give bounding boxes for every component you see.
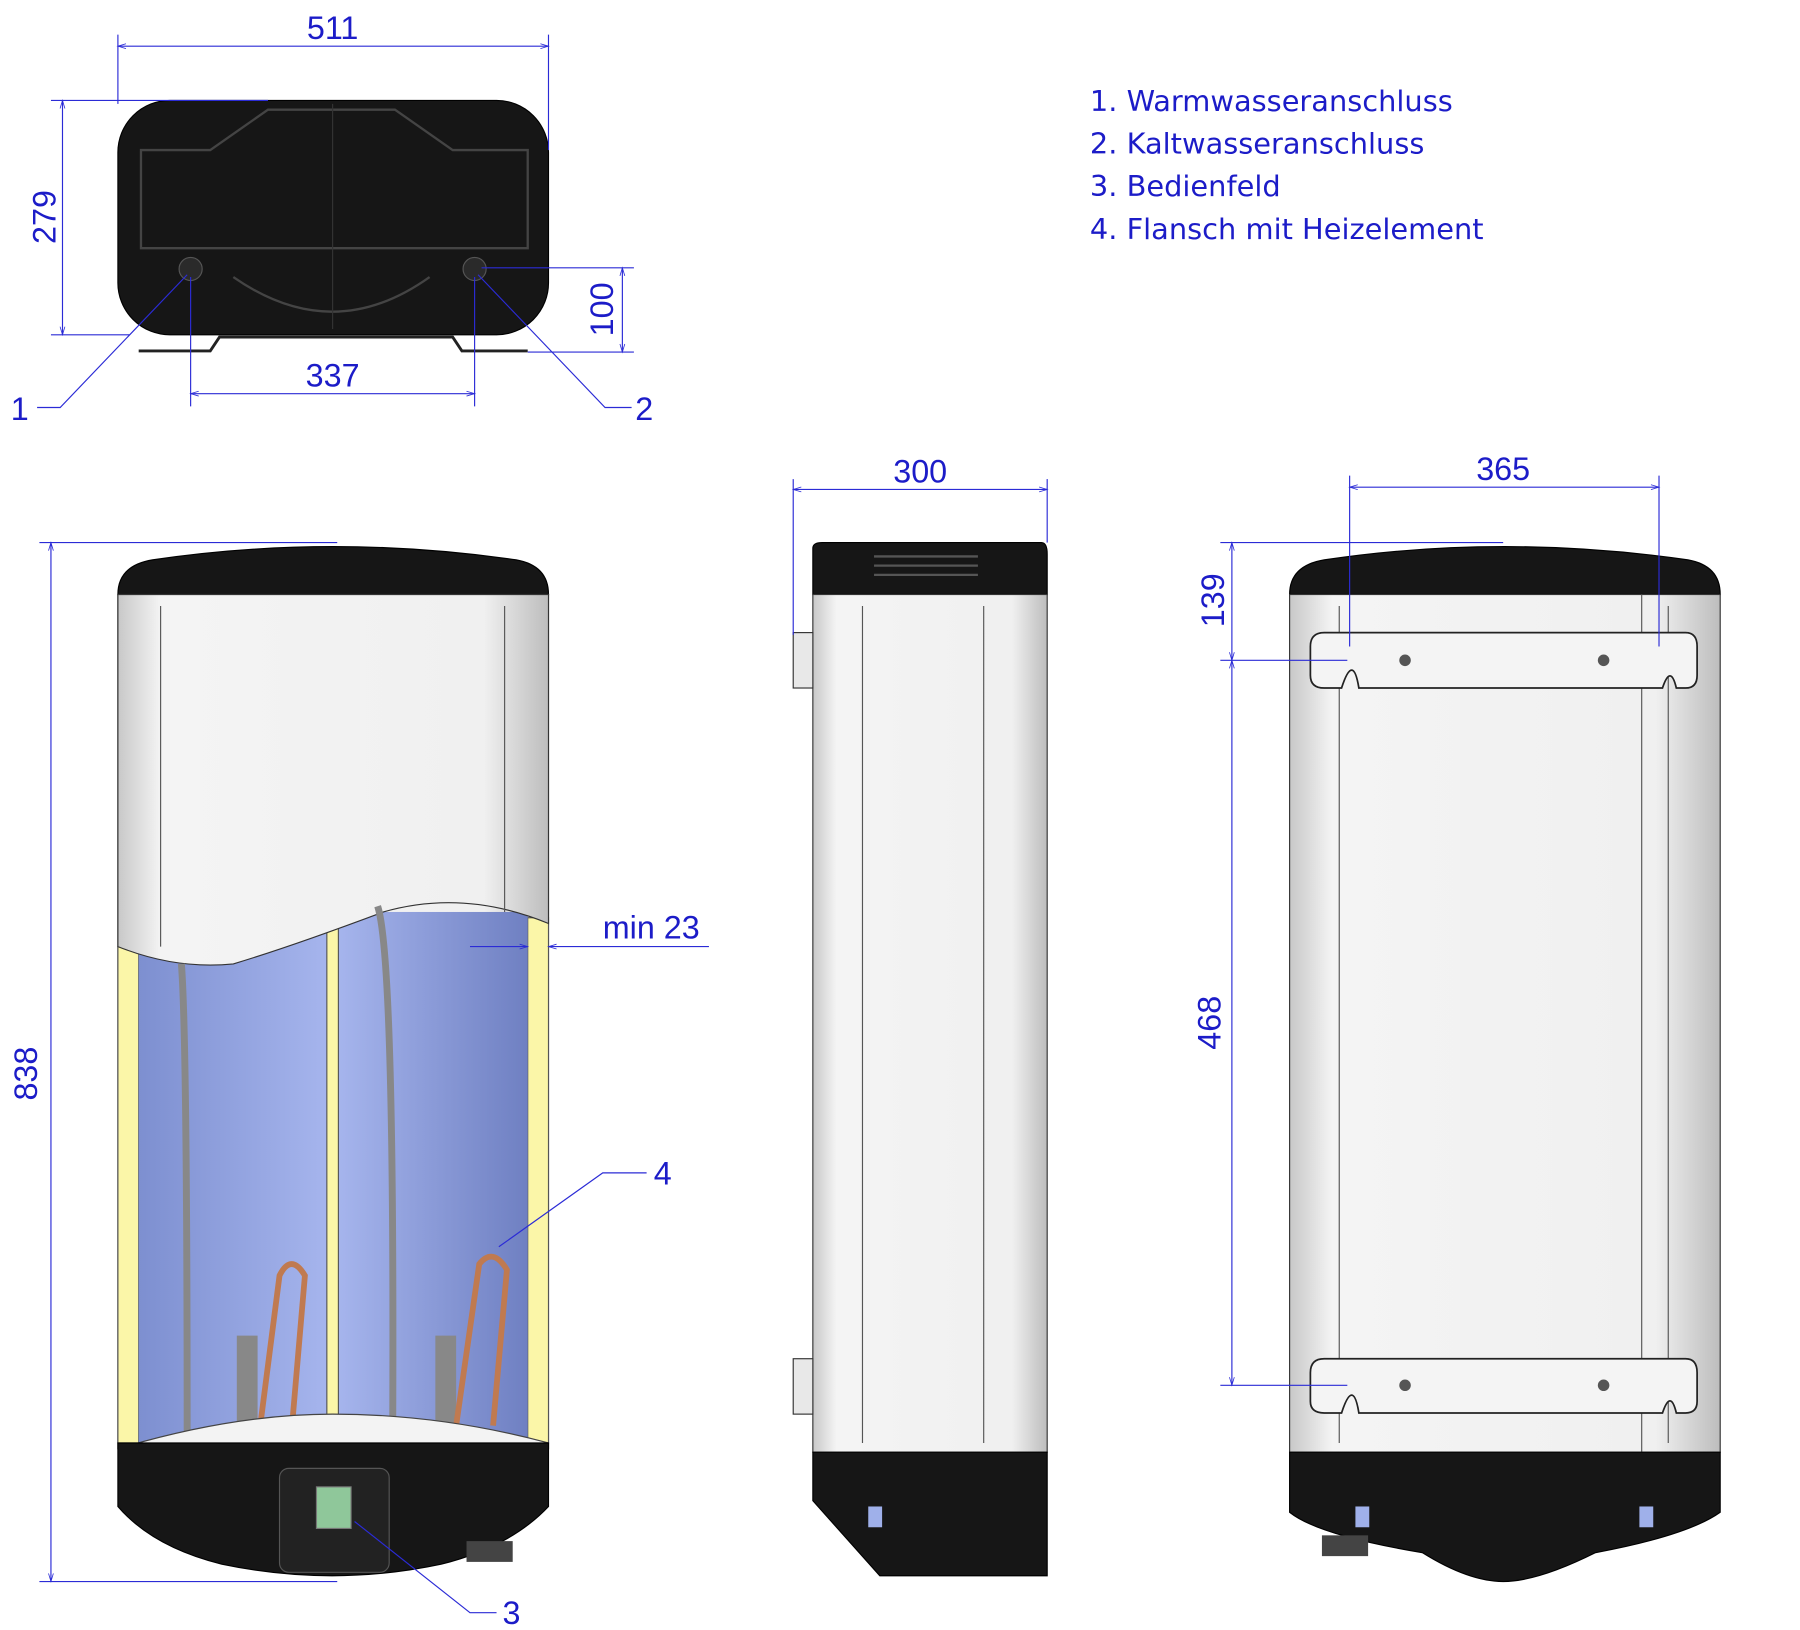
- callout-2: 2: [635, 391, 653, 427]
- heating-element-right: [453, 1253, 510, 1427]
- legend-item-3: 3. Bedienfeld: [1090, 169, 1281, 203]
- heating-element-left: [255, 1261, 308, 1438]
- dim-pipe-height: 100: [584, 282, 620, 336]
- dim-top-depth: 279: [27, 190, 63, 244]
- legend-item-4: 4. Flansch mit Heizelement: [1090, 212, 1484, 246]
- dim-rail-to-rail: 468: [1191, 996, 1227, 1050]
- callout-3: 3: [503, 1595, 521, 1630]
- back-view: 365 139 468: [1191, 451, 1721, 1583]
- legend: 1. Warmwasseranschluss 2. Kaltwasseransc…: [1090, 84, 1484, 246]
- callout-1: 1: [11, 391, 29, 427]
- mounting-rail-top: [1309, 631, 1698, 689]
- dim-rail-spacing: 365: [1476, 451, 1530, 487]
- dim-top-to-rail: 139: [1195, 573, 1231, 627]
- dim-side-depth: 300: [893, 454, 947, 490]
- dim-pipe-spacing: 337: [306, 358, 360, 394]
- dim-total-height: 838: [8, 1047, 44, 1101]
- wall-bracket-bottom: [792, 1358, 814, 1415]
- insulation-right: [527, 917, 550, 1444]
- dim-top-width: 511: [307, 10, 359, 46]
- legend-item-2: 2. Kaltwasseranschluss: [1090, 127, 1425, 161]
- callout-4: 4: [654, 1155, 672, 1191]
- dim-min-clearance: min 23: [603, 910, 700, 946]
- legend-item-1: 1. Warmwasseranschluss: [1090, 84, 1453, 118]
- top-view: 511 279 100 337 1 2: [11, 10, 654, 427]
- mounting-rail-bottom: [1309, 1357, 1698, 1414]
- front-cutaway-view: 838 min 23 4 3: [8, 541, 709, 1630]
- wall-bracket-top: [792, 632, 814, 689]
- control-display: [315, 1486, 352, 1529]
- side-view: 300: [791, 454, 1049, 1577]
- insulation-left: [117, 946, 140, 1444]
